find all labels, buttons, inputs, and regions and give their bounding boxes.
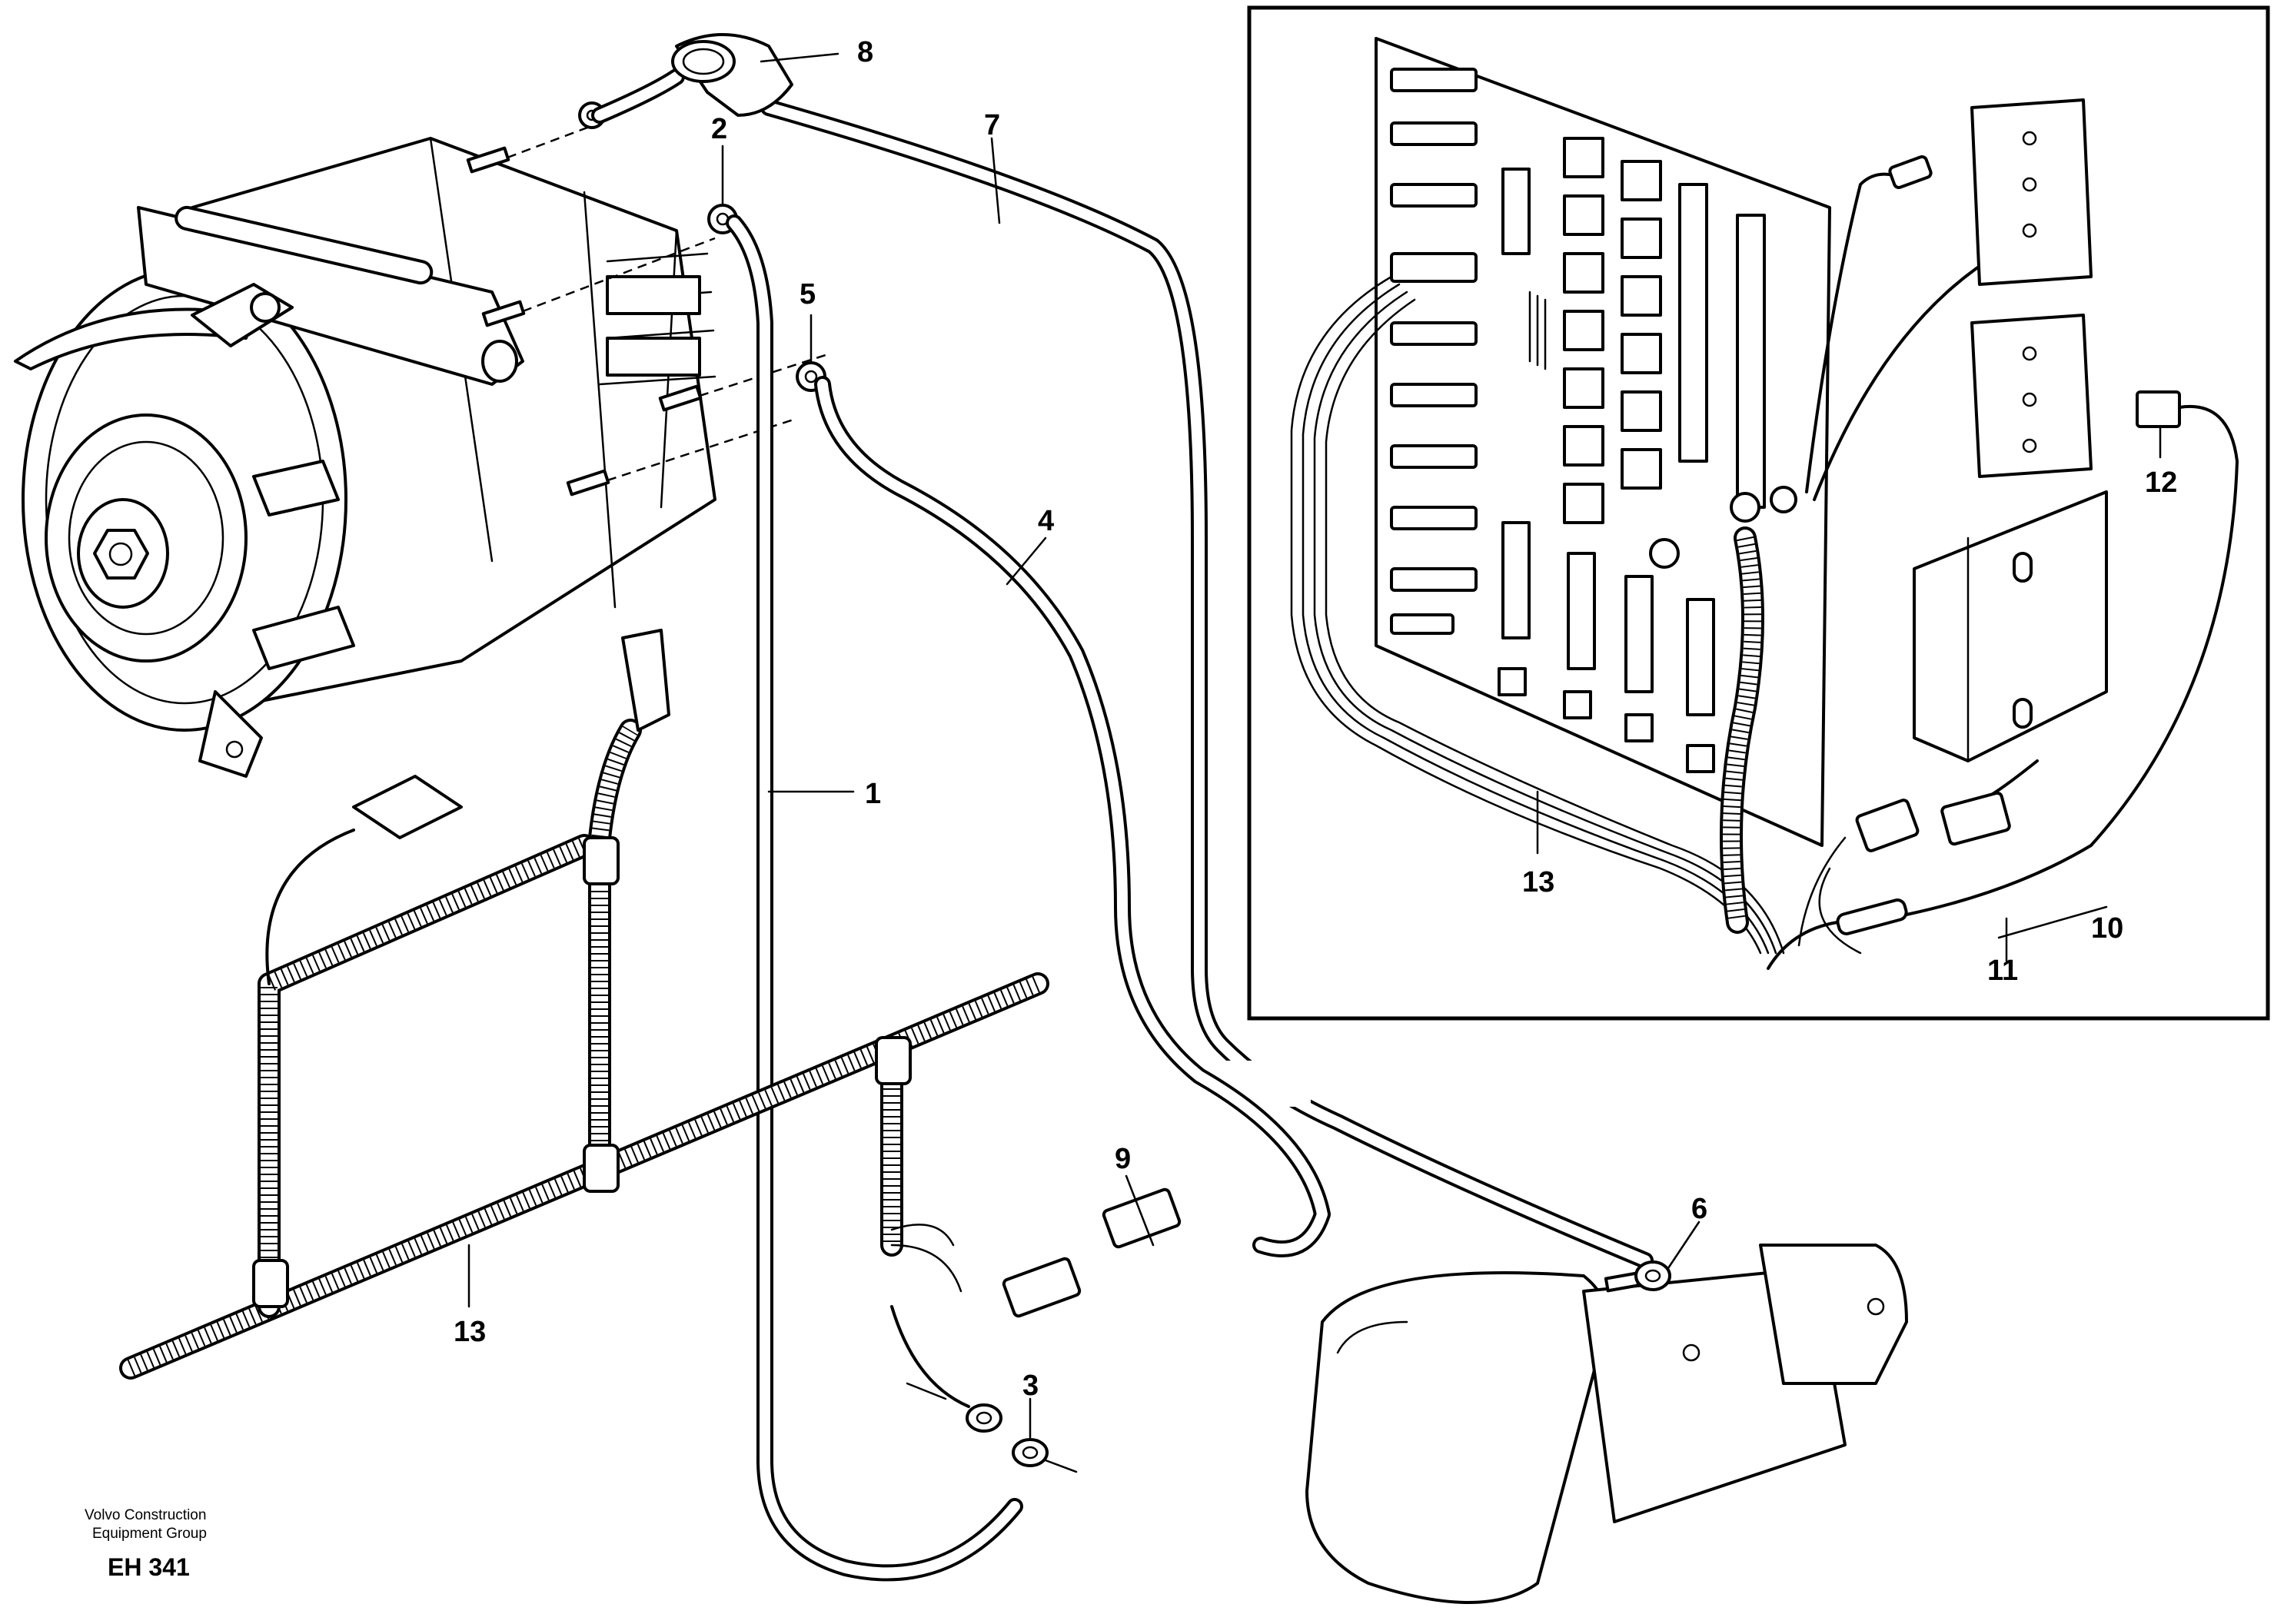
callout-11: 11 (1987, 955, 2018, 987)
callout-2: 2 (711, 113, 727, 145)
harness-left (119, 629, 1182, 1408)
callout-5: 5 (800, 278, 816, 311)
connector-12 (1767, 390, 2239, 970)
relay-sockets (1970, 98, 2093, 478)
callout-1: 1 (865, 778, 881, 810)
callout-labels: 8 7 2 5 4 1 9 6 3 13 13 10 11 12 (454, 36, 2177, 1402)
footer-company-line1: Volvo Construction (85, 1507, 206, 1523)
callout-12: 12 (2145, 467, 2177, 499)
callout-6: 6 (1691, 1193, 1707, 1225)
starter-motor (1305, 1244, 1908, 1604)
harness-inset (1290, 154, 2000, 955)
footer: Volvo Construction Equipment Group EH 34… (85, 1507, 207, 1581)
cable-7 (760, 99, 1654, 1269)
callout-3: 3 (1022, 1370, 1039, 1402)
control-module (1913, 490, 2108, 846)
callout-13-inset: 13 (1522, 866, 1554, 898)
leader-lines (467, 52, 2162, 1439)
footer-company-line2: Equipment Group (92, 1526, 207, 1542)
callout-9: 9 (1115, 1143, 1131, 1175)
cable-1 (726, 214, 1023, 1582)
cable-4 (814, 376, 1331, 1257)
circuit-board (1375, 37, 1831, 847)
callout-10: 10 (2091, 912, 2123, 945)
terminal-boot-8 (591, 33, 793, 124)
footer-code: EH 341 (108, 1553, 190, 1581)
callout-4: 4 (1038, 505, 1054, 537)
callout-8: 8 (857, 36, 873, 68)
callout-7: 7 (984, 109, 1000, 141)
callout-13-main: 13 (454, 1316, 486, 1348)
terminal-3 (906, 1382, 1078, 1473)
alternator (14, 121, 831, 778)
